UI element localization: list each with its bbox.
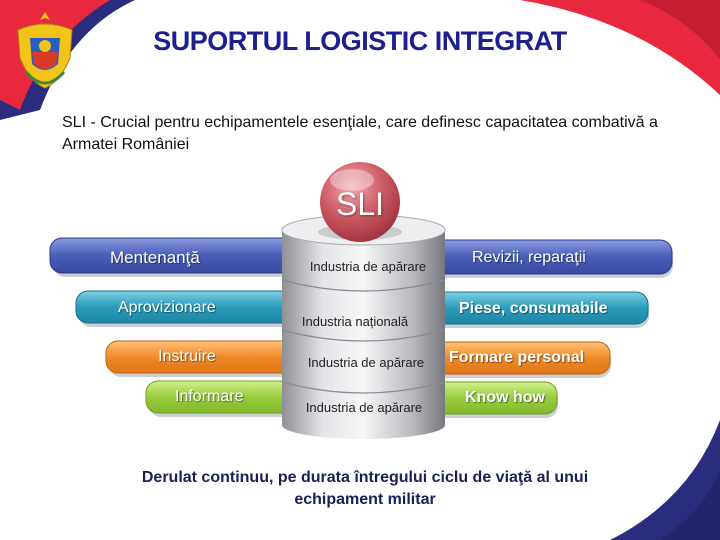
left-item-aprovizionare: Aprovizionare	[118, 299, 216, 317]
layer-label-2: Industria națională	[290, 314, 420, 330]
right-item-revizii: Revizii, reparaţii	[472, 249, 586, 267]
right-item-know-how: Know how	[465, 389, 545, 407]
layer-label-3: Industria de apărare	[296, 355, 436, 371]
layer-label-1: Industria de apărare	[298, 259, 438, 275]
left-item-informare: Informare	[175, 388, 243, 406]
right-item-piese: Piese, consumabile	[459, 300, 608, 318]
layer-label-4: Industria de apărare	[294, 400, 434, 416]
right-item-formare: Formare personal	[449, 349, 584, 367]
left-item-mentenanta: Mentenanţă	[110, 248, 200, 268]
left-item-instruire: Instruire	[158, 348, 216, 366]
footer-text: Derulat continuu, pe durata întregului c…	[120, 467, 610, 511]
sli-center-label: SLI	[322, 186, 398, 223]
